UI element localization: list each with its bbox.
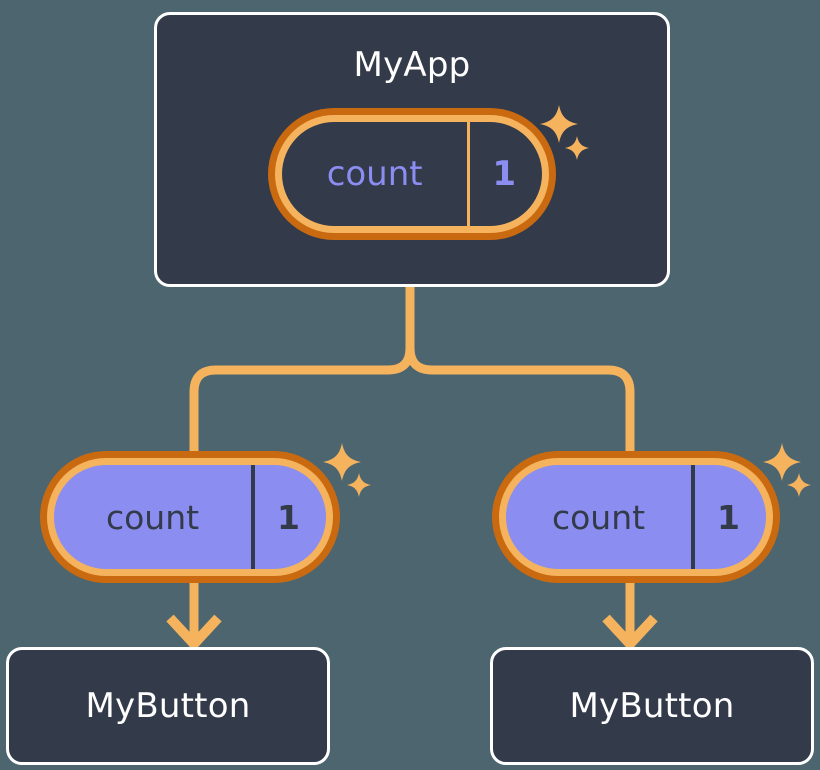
state-pill-value-label: 1 [492, 154, 516, 194]
state-pill-key-cell: count [282, 122, 467, 226]
wire-branch-left [189, 347, 415, 452]
sparkle-small-left-icon [346, 472, 372, 498]
component-title-mybutton-left: MyButton [85, 686, 251, 726]
state-pill-body: count 1 [506, 465, 766, 569]
arrowhead-left-icon [166, 614, 222, 652]
state-pill-ring-outer: count 1 [268, 108, 556, 240]
state-pill-body: count 1 [54, 465, 326, 569]
state-pill-left[interactable]: count 1 [40, 451, 340, 583]
sparkle-small-right-icon [786, 472, 812, 498]
component-title-myapp: MyApp [353, 45, 471, 85]
state-pill-ring-inner: count 1 [275, 115, 549, 233]
state-pill-ring-inner: count 1 [47, 458, 333, 576]
component-card-mybutton-left[interactable]: MyButton [6, 647, 330, 765]
state-pill-value-cell: 1 [691, 465, 766, 569]
component-title-mybutton-right: MyButton [569, 686, 735, 726]
state-pill-ring-outer: count 1 [492, 451, 780, 583]
state-pill-value-cell: 1 [467, 122, 542, 226]
state-pill-key-cell: count [54, 465, 251, 569]
state-pill-body: count 1 [282, 122, 542, 226]
component-card-mybutton-right[interactable]: MyButton [490, 647, 814, 765]
state-pill-value-label: 1 [717, 497, 740, 537]
state-pill-right[interactable]: count 1 [492, 451, 780, 583]
arrowhead-right-icon [602, 614, 658, 652]
state-pill-key-label: count [326, 154, 423, 194]
state-pill-value-cell: 1 [251, 465, 326, 569]
state-pill-root[interactable]: count 1 [268, 108, 556, 240]
state-pill-ring-inner: count 1 [499, 458, 773, 576]
state-pill-key-label: count [105, 497, 200, 537]
state-pill-ring-outer: count 1 [40, 451, 340, 583]
state-pill-key-cell: count [506, 465, 691, 569]
state-pill-value-label: 1 [277, 497, 300, 537]
state-pill-key-label: count [551, 497, 646, 537]
wire-branch-right [405, 347, 635, 452]
